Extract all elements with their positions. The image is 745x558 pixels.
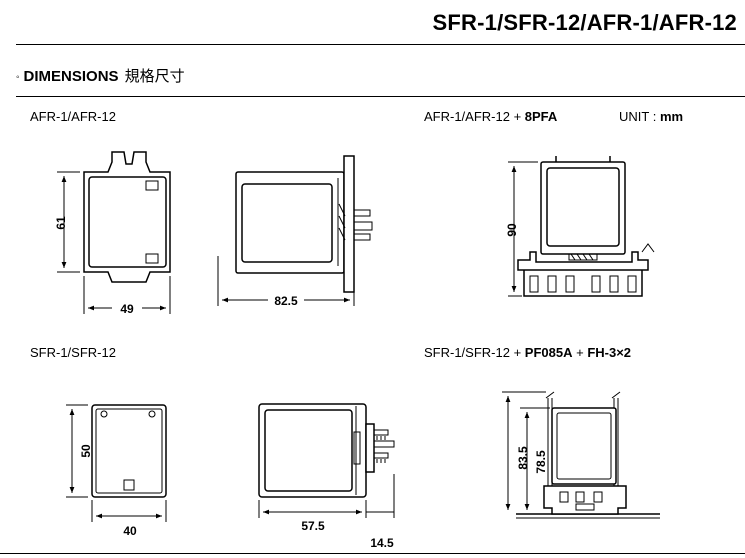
- section-rule: [16, 96, 745, 97]
- sfr-socket-label-mid: +: [572, 345, 588, 360]
- sfr-socket-label-part1: PF085A: [524, 345, 573, 360]
- sfr-front-width-dim: [91, 500, 167, 522]
- afr-side-view: [235, 155, 373, 293]
- sfr-front-height-value: 50: [79, 444, 93, 458]
- afr-front-width-value: 49: [120, 302, 134, 316]
- unit-label-prefix: UNIT :: [619, 109, 660, 124]
- sfr-socket-height-outer-value: 83.5: [516, 446, 530, 470]
- afr-socket-height-value: 90: [505, 223, 519, 237]
- afr-front-view: [83, 151, 171, 283]
- section-title-cn: 規格尺寸: [124, 68, 185, 85]
- sfr-pin-length-value: 14.5: [370, 536, 394, 550]
- afr-side-depth-dim: [217, 256, 355, 306]
- afr-socket-label-part: 8PFA: [524, 109, 558, 124]
- section-title: DIMENSIONS: [23, 68, 119, 85]
- afr-front-height-dim: [57, 171, 80, 273]
- sfr-model-label: SFR-1/SFR-12: [30, 345, 116, 360]
- unit-label: UNIT : mm: [619, 109, 683, 124]
- sfr-socket-label: SFR-1/SFR-12 + PF085A + FH-3×2: [424, 345, 631, 360]
- unit-label-value: mm: [659, 109, 684, 124]
- afr-socket-view: [517, 156, 655, 297]
- page-title: SFR-1/SFR-12/AFR-1/AFR-12: [432, 10, 737, 35]
- sfr-front-width-value: 40: [123, 524, 137, 538]
- afr-side-depth-value: 82.5: [274, 294, 298, 308]
- sfr-socket-height-dims: [502, 391, 550, 510]
- sfr-socket-label-part2: FH-3×2: [587, 345, 632, 360]
- afr-socket-label-prefix: AFR-1/AFR-12 +: [424, 109, 525, 124]
- afr-socket-label: AFR-1/AFR-12 + 8PFA: [424, 109, 557, 124]
- sfr-socket-view: [516, 391, 660, 519]
- sfr-side-view: [258, 403, 395, 498]
- sfr-socket-height-inner-value: 78.5: [534, 450, 548, 474]
- afr-front-height-value: 61: [54, 216, 68, 230]
- afr-socket-height-dim: [508, 161, 538, 297]
- header-rule: [16, 44, 745, 45]
- sfr-side-depth-value: 57.5: [301, 519, 325, 533]
- section-heading: ◦DIMENSIONS 規格尺寸: [16, 65, 185, 86]
- sfr-side-depth-dim: [258, 474, 395, 518]
- sfr-front-view: [91, 404, 167, 498]
- afr-front-width-dim: [83, 276, 171, 314]
- bottom-rule: [0, 553, 745, 554]
- sfr-front-height-dim: [66, 404, 88, 498]
- sfr-socket-label-prefix: SFR-1/SFR-12 +: [424, 345, 525, 360]
- section-bullet: ◦: [16, 71, 20, 83]
- afr-model-label: AFR-1/AFR-12: [30, 109, 116, 124]
